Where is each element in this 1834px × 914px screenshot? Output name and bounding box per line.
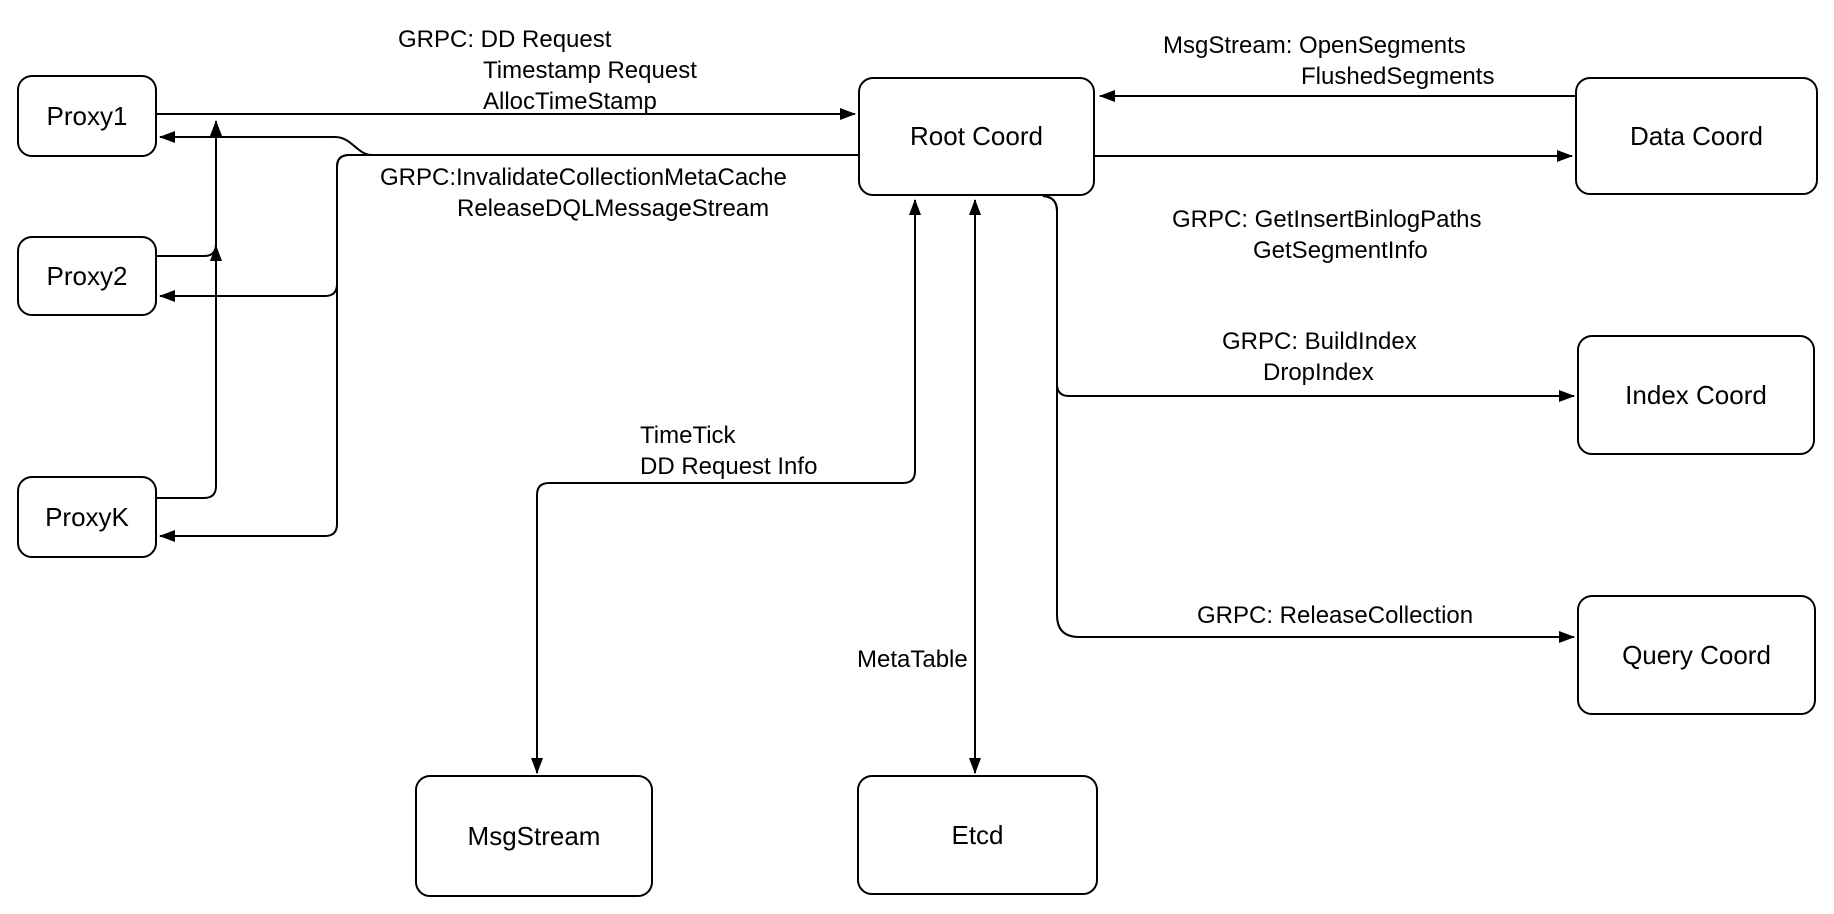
edge-label-line: MsgStream: OpenSegments <box>1163 32 1466 59</box>
node-proxy1: Proxy1 <box>17 75 157 157</box>
edge-label-data-to-root: MsgStream: OpenSegments FlushedSegments <box>1163 30 1494 92</box>
edge-label-line: AllocTimeStamp <box>483 88 657 115</box>
node-etcd-label: Etcd <box>951 819 1004 850</box>
edge-label-line: MetaTable <box>857 646 968 673</box>
edge-label-root-to-msgstream: TimeTick DD Request Info <box>640 420 817 482</box>
edge-label-line: GRPC:InvalidateCollectionMetaCache <box>380 164 787 191</box>
node-root-coord: Root Coord <box>858 77 1095 196</box>
edge-label-root-to-etcd: MetaTable <box>857 644 968 675</box>
edge-label-line: GRPC: GetInsertBinlogPaths <box>1172 206 1482 233</box>
node-msgstream: MsgStream <box>415 775 653 897</box>
node-proxy2: Proxy2 <box>17 236 157 316</box>
node-root-coord-label: Root Coord <box>910 121 1043 151</box>
node-etcd: Etcd <box>857 775 1098 895</box>
edge-proxyk-merge <box>157 245 222 499</box>
node-proxy2-label: Proxy2 <box>46 260 128 291</box>
edge-root-msgstream <box>531 199 921 774</box>
edge-root-proxy1 <box>159 131 858 156</box>
node-query-coord: Query Coord <box>1577 595 1816 715</box>
node-msgstream-label: MsgStream <box>467 820 601 851</box>
node-proxyk-label: ProxyK <box>45 501 129 532</box>
node-index-coord: Index Coord <box>1577 335 1815 455</box>
edge-label-root-to-data: GRPC: GetInsertBinlogPaths GetSegmentInf… <box>1172 204 1481 266</box>
edge-label-root-to-index: GRPC: BuildIndex DropIndex <box>1222 326 1417 388</box>
edge-paths <box>157 90 1575 774</box>
node-query-coord-label: Query Coord <box>1622 639 1771 670</box>
edge-root-query <box>1042 195 1575 643</box>
edge-label-root-to-proxies: GRPC:InvalidateCollectionMetaCache Relea… <box>380 162 787 224</box>
node-proxy1-label: Proxy1 <box>46 100 128 131</box>
node-index-coord-label: Index Coord <box>1625 379 1767 410</box>
node-data-coord: Data Coord <box>1575 77 1818 195</box>
edge-label-proxies-to-root: GRPC: DD Request Timestamp Request Alloc… <box>398 24 697 117</box>
edge-label-line: Timestamp Request <box>483 57 697 84</box>
edge-root-proxy2 <box>159 154 858 302</box>
edge-label-line: DropIndex <box>1263 359 1374 386</box>
edge-label-line: GRPC: BuildIndex <box>1222 328 1417 355</box>
edge-label-line: FlushedSegments <box>1301 63 1495 90</box>
edge-label-line: GetSegmentInfo <box>1253 237 1428 264</box>
edge-label-line: GRPC: ReleaseCollection <box>1197 602 1474 629</box>
edge-proxy2-merge <box>157 120 222 257</box>
edge-label-root-to-query: GRPC: ReleaseCollection <box>1197 600 1473 631</box>
edge-label-line: ReleaseDQLMessageStream <box>457 195 770 222</box>
edge-label-line: GRPC: DD Request <box>398 26 612 53</box>
node-data-coord-label: Data Coord <box>1630 120 1763 151</box>
edge-label-line: DD Request Info <box>640 453 818 480</box>
node-proxyk: ProxyK <box>17 476 157 558</box>
edge-label-line: TimeTick <box>640 422 736 449</box>
